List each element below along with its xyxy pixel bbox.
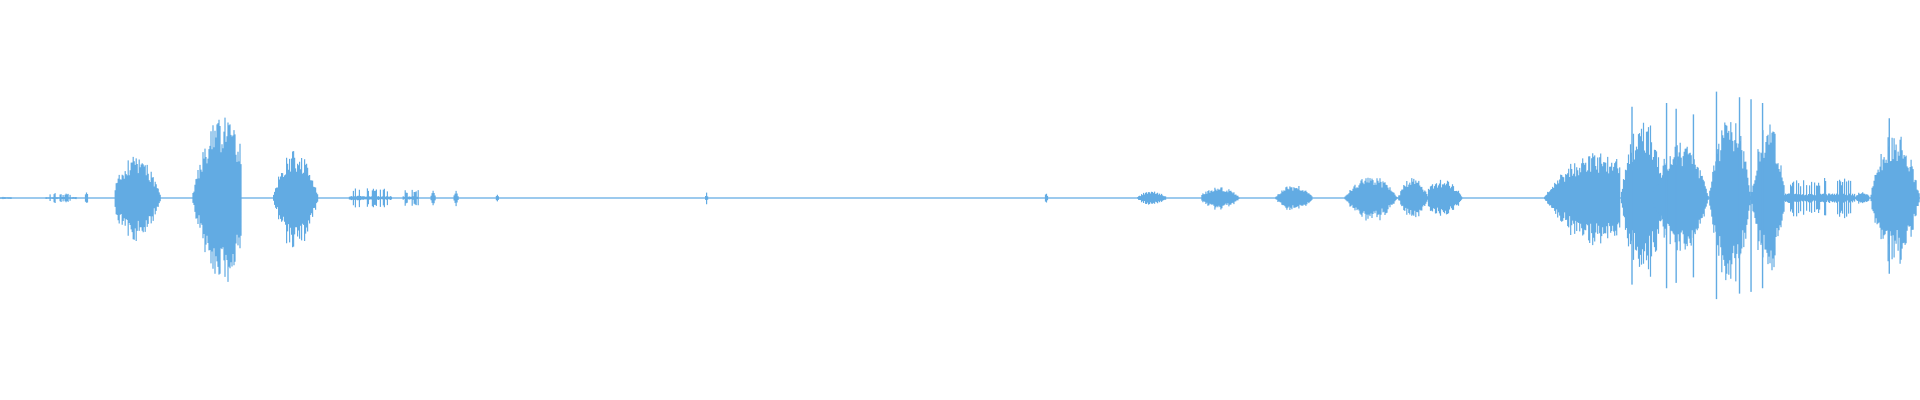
waveform-burst-17 xyxy=(1398,178,1429,218)
waveform-burst-7 xyxy=(402,189,419,206)
waveform-burst-9 xyxy=(453,190,459,207)
waveform-burst-24 xyxy=(1785,178,1856,219)
waveform-burst-3 xyxy=(114,156,162,241)
waveform-burst-1 xyxy=(45,193,77,203)
waveform-burst-5 xyxy=(273,151,320,248)
waveform-burst-21 xyxy=(1651,142,1709,251)
waveform-burst-26 xyxy=(1870,136,1920,264)
waveform-bursts xyxy=(0,91,1920,300)
waveform-burst-11 xyxy=(705,192,709,205)
waveform-burst-23 xyxy=(1751,124,1786,271)
waveform-burst-15 xyxy=(1275,186,1314,210)
waveform-burst-12 xyxy=(1044,193,1049,203)
waveform-burst-0 xyxy=(0,196,12,200)
waveform-burst-6 xyxy=(348,188,392,208)
waveform-burst-13 xyxy=(1137,191,1168,205)
waveform-burst-19 xyxy=(1544,153,1621,246)
waveform-burst-18 xyxy=(1427,179,1464,216)
waveform-burst-16 xyxy=(1344,177,1398,221)
waveform-burst-10 xyxy=(495,194,499,202)
waveform-burst-14 xyxy=(1201,187,1241,210)
waveform-burst-25 xyxy=(1855,192,1871,204)
waveform-burst-8 xyxy=(430,190,436,206)
waveform-burst-2 xyxy=(84,192,89,203)
waveform-burst-4 xyxy=(192,117,242,282)
waveform-burst-22 xyxy=(1709,122,1752,282)
